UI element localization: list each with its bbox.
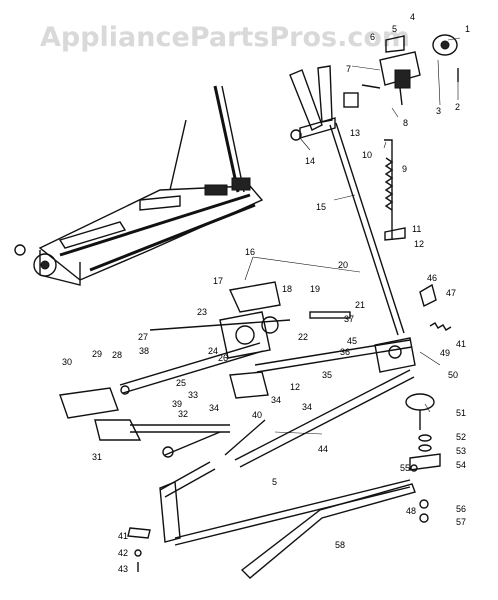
label-57: 57 [456,517,466,527]
label-9: 9 [402,164,407,174]
label-14: 14 [305,156,315,166]
label-13: 13 [350,128,360,138]
label-19: 19 [310,284,320,294]
label-12-lower: 12 [290,382,300,392]
label-32: 32 [178,409,188,419]
label-31: 31 [92,452,102,462]
label-23: 23 [197,307,207,317]
label-50: 50 [448,370,458,380]
label-2: 2 [455,102,460,112]
label-47: 47 [446,288,456,298]
label-37: 37 [344,314,354,324]
label-52: 52 [456,432,466,442]
label-11: 11 [412,224,421,234]
label-15: 15 [316,202,326,212]
label-21: 21 [355,300,365,310]
shift-linkage-assembly [59,281,452,579]
label-16: 16 [245,247,255,257]
label-18: 18 [282,284,292,294]
label-22: 22 [298,332,308,342]
label-40: 40 [252,410,262,420]
shift-lever [289,65,406,336]
label-53: 53 [456,446,466,456]
label-41-left: 41 [118,531,128,541]
label-41-right: 41 [456,339,466,349]
label-48: 48 [406,506,416,516]
label-46: 46 [427,273,437,283]
label-5-top: 5 [392,24,397,34]
label-20: 20 [338,260,348,270]
label-56: 56 [456,504,466,514]
label-43: 43 [118,564,128,574]
label-34-c: 34 [302,402,312,412]
label-17: 17 [213,276,223,286]
label-45: 45 [347,336,357,346]
label-5-lower: 5 [272,477,277,487]
label-39: 39 [172,399,182,409]
label-30: 30 [62,357,72,367]
label-24: 24 [208,346,218,356]
label-29: 29 [92,349,102,359]
label-38: 38 [139,346,149,356]
label-7: 7 [346,64,351,74]
leader-lines [244,37,461,435]
label-1: 1 [465,24,470,34]
upper-cam-assembly [343,34,459,108]
label-55: 55 [400,463,410,473]
label-25: 25 [176,378,186,388]
label-10: 10 [362,150,372,160]
watermark: AppliancePartsPros.com [40,22,410,53]
transmission-overview-illustration [14,85,264,286]
label-28: 28 [112,350,122,360]
label-34-b: 34 [271,395,281,405]
label-51: 51 [456,408,466,418]
label-4: 4 [410,12,415,22]
label-3: 3 [436,106,441,116]
label-33: 33 [188,390,198,400]
label-42: 42 [118,548,128,558]
label-12-upper: 12 [414,239,424,249]
label-58: 58 [335,540,345,550]
label-27: 27 [138,332,148,342]
label-8: 8 [403,118,408,128]
label-26: 26 [218,353,228,363]
label-6: 6 [370,32,375,42]
label-54: 54 [456,460,466,470]
part-number-labels: 1 2 3 4 5 6 7 8 9 10 11 12 13 14 15 16 1… [62,12,470,574]
label-36: 36 [340,347,350,357]
label-35: 35 [322,370,332,380]
label-44: 44 [318,444,328,454]
label-34-a: 34 [209,403,219,413]
label-49: 49 [440,348,450,358]
